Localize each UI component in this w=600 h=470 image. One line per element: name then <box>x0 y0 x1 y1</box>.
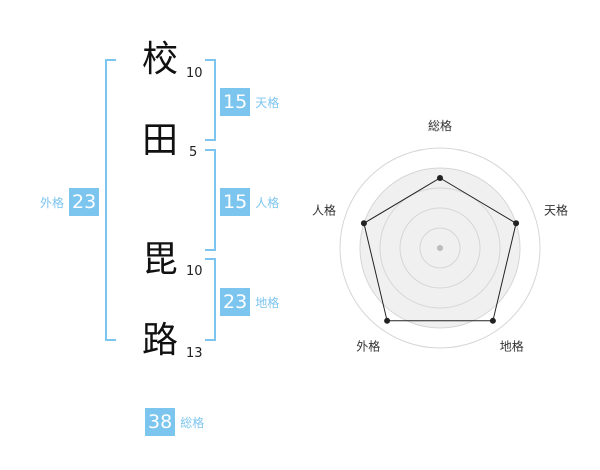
radar-ring-4 <box>359 167 521 329</box>
radar-ring-3 <box>379 187 501 309</box>
stroke-count-1: 10 <box>186 66 203 81</box>
soukaku-label: 総格 <box>180 415 205 430</box>
stroke-count-3: 10 <box>186 264 203 279</box>
name-char-3: 毘 <box>142 239 179 280</box>
radar-center <box>437 245 443 251</box>
radar-point-4 <box>384 317 391 324</box>
gaikaku-bracket <box>105 59 116 341</box>
name-char-4: 路 <box>142 320 179 361</box>
gaikaku-label: 外格 <box>40 195 65 210</box>
tenkaku-bracket <box>205 59 216 141</box>
gaikaku-badge: 外格 23 <box>40 188 100 216</box>
radar-point-1 <box>437 175 443 181</box>
radar-point-2 <box>513 220 520 227</box>
chikaku-bracket <box>205 258 216 341</box>
radar-ring-5 <box>339 147 541 349</box>
soukaku-value: 38 <box>145 408 176 436</box>
radar-series-polygon <box>363 177 517 322</box>
tenkaku-value: 15 <box>220 88 251 116</box>
radar-point-3 <box>489 317 496 324</box>
jinkaku-value: 15 <box>220 188 251 216</box>
tenkaku-badge: 15 天格 <box>220 88 279 116</box>
radar-ring-2 <box>399 207 481 289</box>
chikaku-badge: 23 地格 <box>220 288 279 316</box>
radar-axis-label-5: 人格 <box>312 202 336 217</box>
radar-axis-label-2: 天格 <box>544 202 568 217</box>
radar-axis-label-1: 総格 <box>428 118 452 133</box>
gaikaku-value: 23 <box>69 188 100 216</box>
jinkaku-label: 人格 <box>255 195 280 210</box>
stroke-count-4: 13 <box>186 346 203 361</box>
jinkaku-badge: 15 人格 <box>220 188 279 216</box>
tenkaku-label: 天格 <box>255 95 280 110</box>
stroke-count-2: 5 <box>189 145 198 160</box>
chikaku-label: 地格 <box>255 295 280 310</box>
name-char-2: 田 <box>142 120 179 161</box>
radar-ring-1 <box>419 227 461 269</box>
radar-point-5 <box>360 220 367 227</box>
radar-axis-label-3: 地格 <box>500 339 524 354</box>
name-char-1: 校 <box>142 39 179 80</box>
soukaku-badge: 38 総格 <box>145 408 204 436</box>
radar-axis-label-4: 外格 <box>356 339 380 354</box>
chikaku-value: 23 <box>220 288 251 316</box>
jinkaku-bracket <box>205 149 216 251</box>
